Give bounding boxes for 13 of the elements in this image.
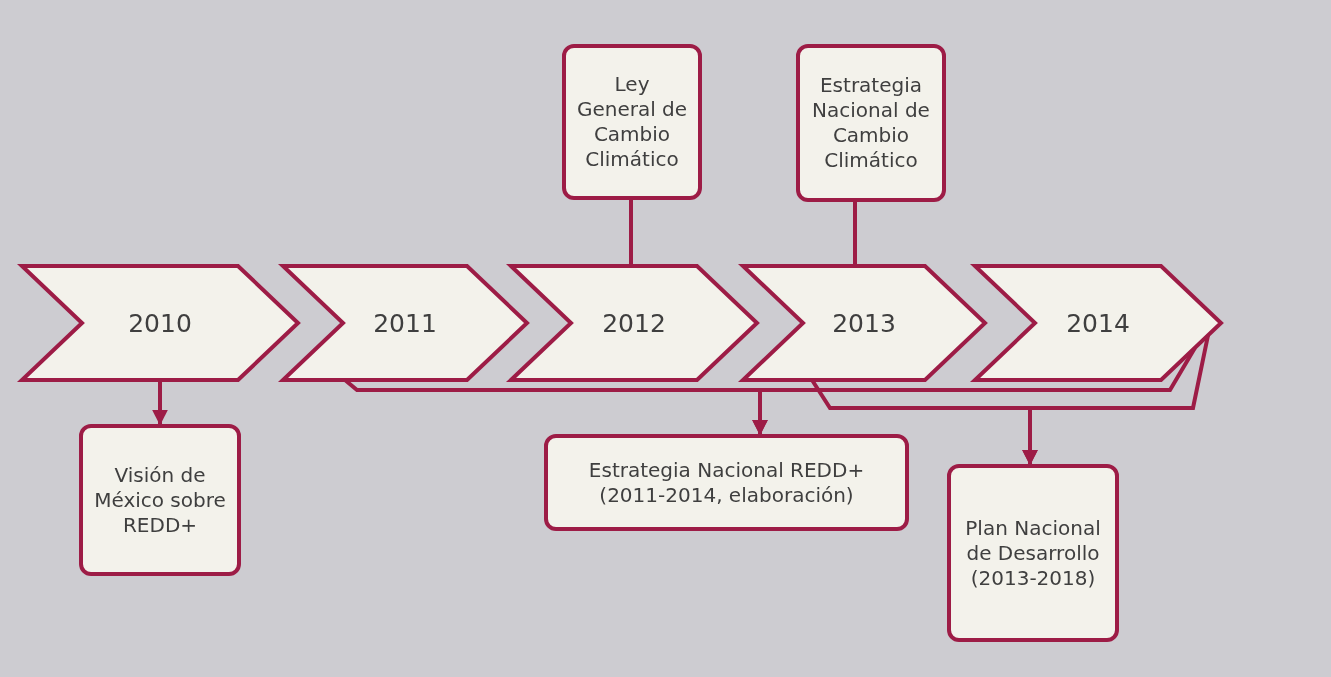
year-label: 2012	[602, 308, 666, 338]
year-label: 2013	[832, 308, 896, 338]
connector-line	[853, 202, 857, 266]
event-box: Ley General de Cambio Climático	[562, 44, 702, 200]
event-box: Visión de México sobre REDD+	[79, 424, 241, 576]
event-box: Plan Nacional de Desarrollo (2013-2018)	[947, 464, 1119, 642]
connector-line	[629, 200, 633, 266]
year-label: 2010	[128, 308, 192, 338]
year-label: 2014	[1066, 308, 1130, 338]
year-label: 2011	[373, 308, 437, 338]
arrow	[152, 380, 168, 426]
event-box: Estrategia Nacional REDD+ (2011-2014, elaboración)	[544, 434, 909, 531]
event-box: Estrategia Nacional de Cambio Climático	[796, 44, 946, 202]
